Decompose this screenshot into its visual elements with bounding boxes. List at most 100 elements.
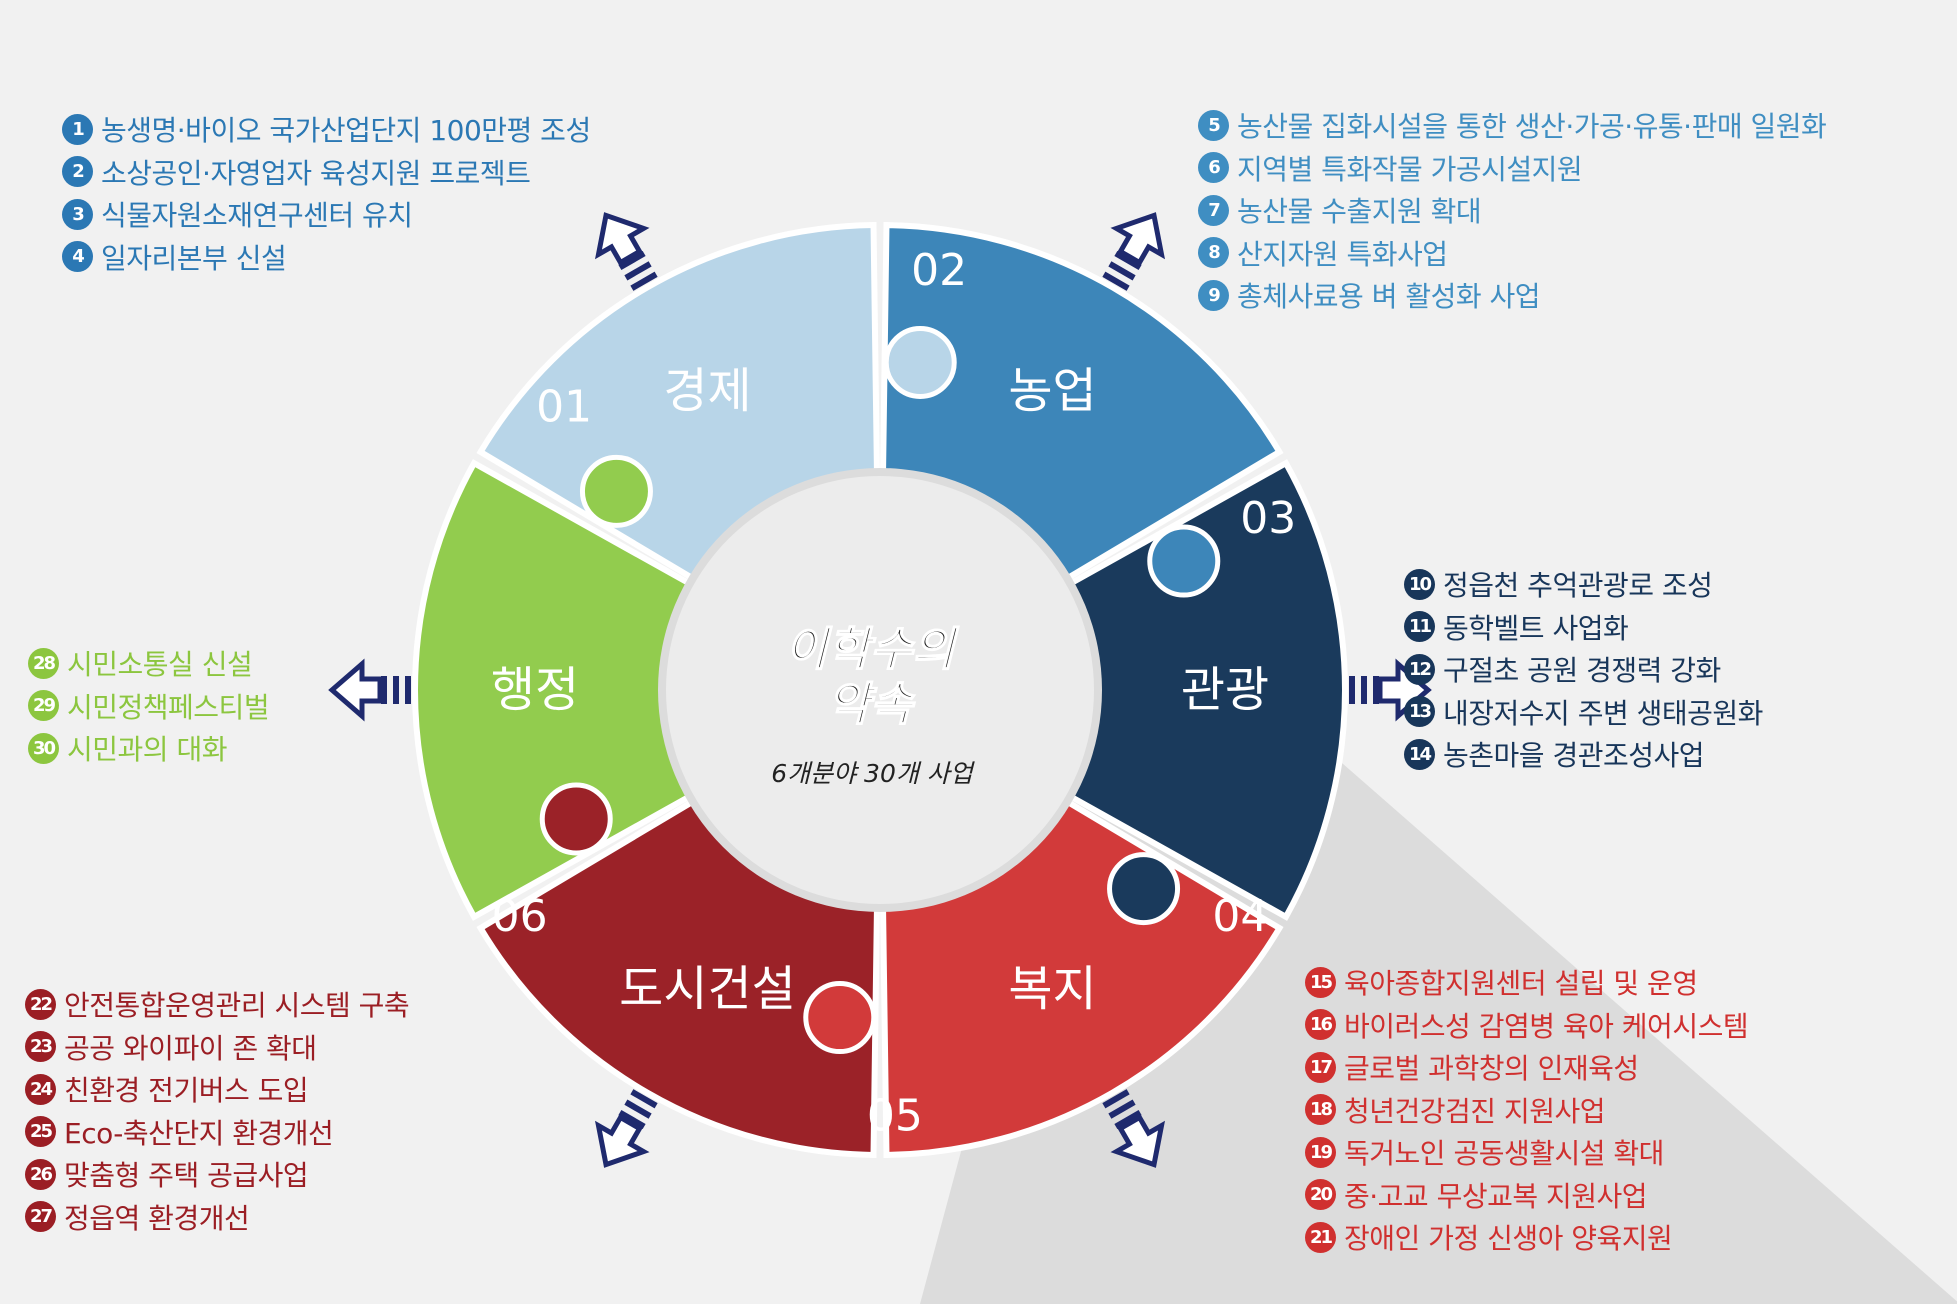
item-label: Eco-축산단지 환경개선 [64, 1116, 334, 1150]
segment-03-knob [1107, 852, 1181, 926]
item-number-badge: 23 [25, 1031, 56, 1063]
item-label: 산지자원 특화사업 [1237, 237, 1448, 271]
item-label: 식물자원소재연구센터 유치 [101, 199, 413, 233]
item-label: 일자리본부 신설 [101, 241, 287, 275]
item-number-badge: 24 [25, 1073, 56, 1105]
item-number-badge: 22 [25, 988, 56, 1020]
item-label: 정읍역 환경개선 [64, 1201, 250, 1235]
segment-04-number: 04 [1212, 891, 1268, 942]
segment-05-name: 도시건설 [619, 961, 796, 1017]
segment-03-name: 관광 [1181, 662, 1269, 718]
item-number-badge: 18 [1305, 1094, 1336, 1126]
item-number-badge: 17 [1305, 1051, 1336, 1083]
segment-01-name: 경제 [663, 363, 751, 419]
item-label: 시민소통실 신설 [67, 648, 253, 682]
segment-06-knob [579, 454, 653, 528]
item-label: 구절초 공원 경쟁력 강화 [1443, 654, 1721, 688]
arrow-welfare [1102, 1089, 1166, 1168]
item-label: 농생명·바이오 국가산업단지 100만평 조성 [101, 114, 591, 148]
item-label: 중·고교 무상교복 지원사업 [1344, 1179, 1648, 1213]
segment-02-number: 02 [911, 245, 967, 296]
item-label: 바이러스성 감염병 육아 케어시스템 [1344, 1009, 1749, 1043]
segment-02-knob [1147, 524, 1221, 598]
arrow-admin [328, 658, 411, 722]
center-title-line2: 약속 [828, 677, 916, 731]
item-number-badge: 16 [1305, 1009, 1336, 1041]
item-label: 동학벨트 사업화 [1443, 611, 1629, 645]
item-label: 시민정책페스티벌 [67, 690, 270, 724]
item-number-badge: 25 [25, 1116, 56, 1148]
segment-01-knob [883, 325, 957, 399]
item-number-badge: 29 [28, 690, 59, 722]
arrow-agriculture [1102, 212, 1166, 291]
segment-03-number: 03 [1240, 493, 1296, 544]
item-number-badge: 3 [62, 198, 93, 230]
item-number-badge: 26 [25, 1158, 56, 1190]
item-number-badge: 7 [1198, 194, 1229, 226]
item-label: 시민과의 대화 [67, 733, 227, 767]
item-label: 농산물 수출지원 확대 [1237, 195, 1482, 229]
item-label: 육아종합지원센터 설립 및 운영 [1344, 967, 1698, 1001]
segment-01-number: 01 [536, 382, 592, 433]
item-label: 공공 와이파이 존 확대 [64, 1031, 317, 1065]
item-label: 친환경 전기버스 도입 [64, 1074, 309, 1108]
item-number-badge: 9 [1198, 279, 1229, 311]
item-number-badge: 30 [28, 732, 59, 764]
item-label: 총체사료용 벼 활성화 사업 [1237, 280, 1541, 314]
item-number-badge: 2 [62, 156, 93, 188]
item-number-badge: 14 [1404, 738, 1435, 770]
item-label: 농산물 집화시설을 통한 생산·가공·유통·판매 일원화 [1237, 110, 1827, 144]
item-number-badge: 13 [1404, 696, 1435, 728]
item-number-badge: 11 [1404, 611, 1435, 643]
center-subtitle: 6개분야 30개 사업 [771, 759, 976, 788]
arrow-economy [594, 212, 658, 291]
segment-06-name: 행정 [491, 662, 579, 718]
item-number-badge: 8 [1198, 237, 1229, 269]
item-label: 글로벌 과학창의 인재육성 [1344, 1052, 1639, 1086]
item-number-badge: 4 [62, 241, 93, 273]
segment-04-name: 복지 [1008, 961, 1096, 1017]
wheel-segments [412, 222, 1348, 1158]
item-label: 청년건강검진 지원사업 [1344, 1094, 1606, 1128]
segment-knobs [539, 325, 1221, 1055]
item-label: 맞춤형 주택 공급사업 [64, 1159, 309, 1193]
item-label: 장애인 가정 신생아 양육지원 [1344, 1222, 1673, 1256]
segment-05-knob [539, 782, 613, 856]
item-number-badge: 19 [1305, 1136, 1336, 1168]
item-number-badge: 20 [1305, 1179, 1336, 1211]
item-number-badge: 21 [1305, 1221, 1336, 1253]
item-label: 지역별 특화작물 가공시설지원 [1237, 152, 1583, 186]
item-number-badge: 10 [1404, 568, 1435, 600]
item-number-badge: 15 [1305, 966, 1336, 998]
